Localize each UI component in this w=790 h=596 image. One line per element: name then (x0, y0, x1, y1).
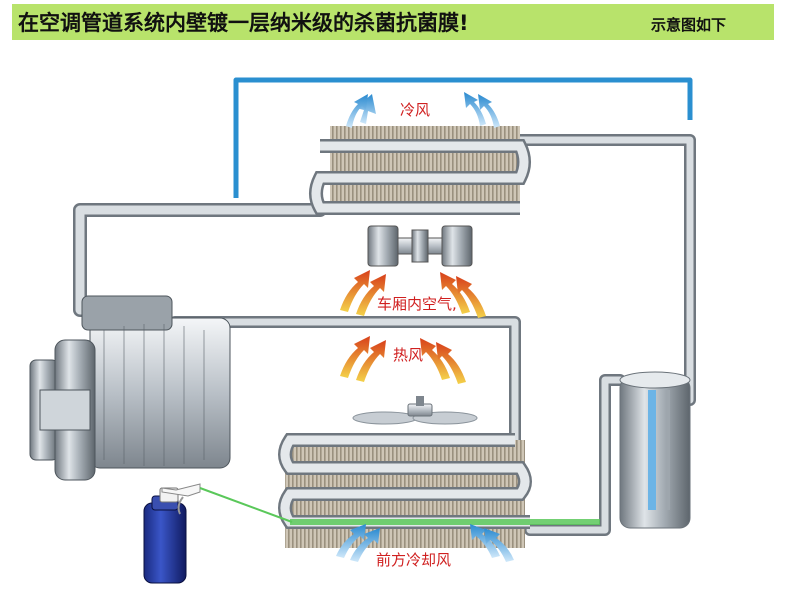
spray-can-icon (143, 483, 293, 584)
receiver-drier-icon (619, 371, 691, 529)
hot-air-label: 热风 (393, 346, 424, 364)
cabin-air-label: 车厢内空气, (377, 295, 457, 313)
diagram-title: 在空调管道系统内壁镀一层纳米级的杀菌抗菌膜! (18, 11, 469, 35)
cabin-air-arrows (340, 270, 486, 318)
cold-air-arrows (346, 92, 500, 128)
hot-air-arrows (340, 336, 466, 384)
high-pressure-line (233, 77, 693, 198)
front-cooling-air-arrows (336, 524, 514, 562)
cold-air-label: 冷风 (400, 101, 431, 119)
evaporator-coil (309, 126, 531, 215)
header-banner: 在空调管道系统内壁镀一层纳米级的杀菌抗菌膜! 示意图如下 (12, 4, 774, 40)
fan-blade-icon (352, 396, 478, 425)
compressor-icon (29, 295, 231, 481)
diagram-subtitle: 示意图如下 (651, 16, 727, 34)
blower-fan-icon (367, 225, 473, 267)
front-cooling-air-label: 前方冷却风 (376, 551, 452, 569)
spray-stream (199, 487, 293, 523)
